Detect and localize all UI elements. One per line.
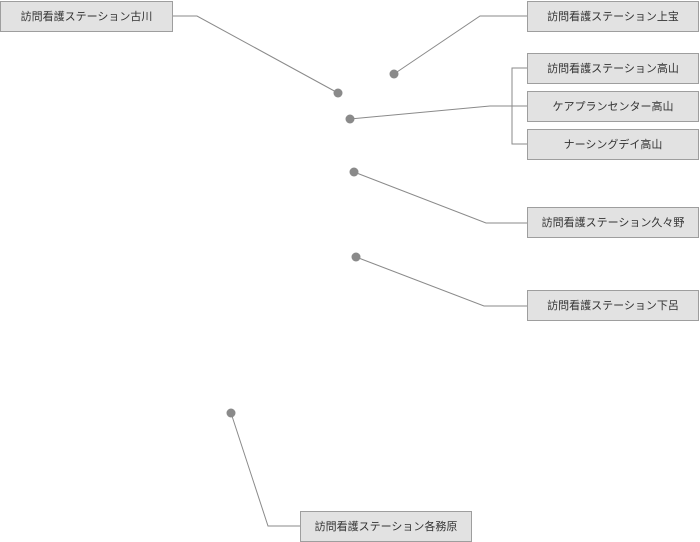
leader-line-takayama [349, 105, 512, 120]
location-marker-kakamigahara[interactable] [226, 408, 236, 418]
label-care-plan-takayama[interactable]: ケアプランセンター高山 [527, 91, 699, 122]
location-marker-kuguno[interactable] [349, 167, 359, 177]
label-kuguno[interactable]: 訪問看護ステーション久々野 [527, 207, 699, 238]
leader-line-kuguno [353, 171, 527, 224]
location-marker-gero[interactable] [351, 252, 361, 262]
leader-line-kamitakara [393, 15, 527, 75]
leader-line-furukawa [173, 15, 339, 94]
label-gero[interactable]: 訪問看護ステーション下呂 [527, 290, 699, 321]
location-marker-kamitakara[interactable] [389, 69, 399, 79]
label-nursing-day-takayama[interactable]: ナーシングデイ高山 [527, 129, 699, 160]
location-marker-takayama[interactable] [345, 114, 355, 124]
location-marker-furukawa[interactable] [333, 88, 343, 98]
label-furukawa[interactable]: 訪問看護ステーション古川 [0, 1, 173, 32]
label-kamitakara[interactable]: 訪問看護ステーション上宝 [527, 1, 699, 32]
label-kakamigahara[interactable]: 訪問看護ステーション各務原 [300, 511, 472, 542]
leader-line-gero [355, 256, 527, 307]
leader-line-kakamigahara [230, 412, 300, 527]
label-takayama-station[interactable]: 訪問看護ステーション高山 [527, 53, 699, 84]
